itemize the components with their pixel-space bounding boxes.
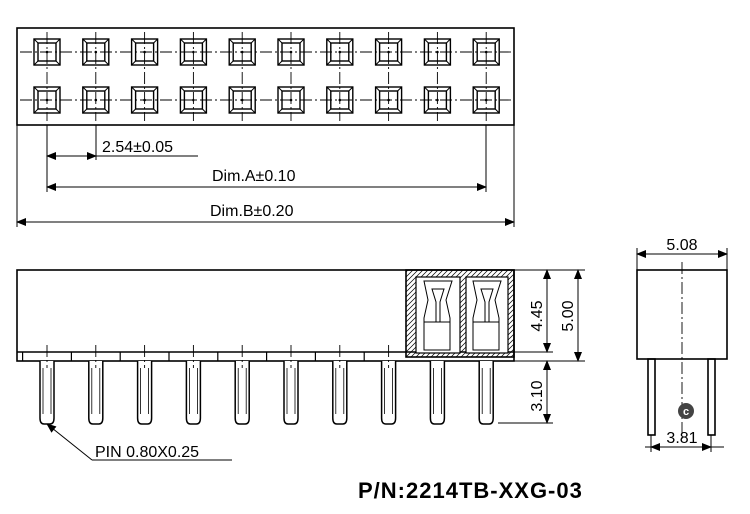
- pin-centerlines: [46, 345, 390, 368]
- front-view: [16, 269, 515, 425]
- pitch-dimension: 2.54±0.05: [102, 139, 173, 156]
- pin: [332, 361, 348, 425]
- part-number: P/N:2214TB-XXG-03: [358, 478, 583, 503]
- pin: [185, 361, 202, 425]
- dim-b-label: Dim.B±0.20: [210, 203, 294, 220]
- base-notches: [22, 352, 365, 361]
- pin: [283, 361, 299, 425]
- pin: [88, 361, 104, 425]
- pin: [136, 361, 153, 425]
- registered-mark-icon: [678, 403, 694, 419]
- section-view: [405, 269, 515, 358]
- body-height-dimension: 4.45: [529, 300, 546, 331]
- pin: [478, 361, 494, 425]
- pins: [39, 361, 494, 425]
- pin-note-label: PIN 0.80X0.25: [95, 444, 199, 461]
- pin: [39, 361, 55, 425]
- top-dimensions: 2.54±0.05 Dim.A±0.10 Dim.B±0.20: [16, 125, 515, 227]
- dim-a-label: Dim.A±0.10: [212, 168, 296, 185]
- centerlines: [20, 32, 511, 121]
- mark-letter: c: [683, 406, 689, 418]
- body-width-dimension: 5.08: [666, 237, 697, 254]
- total-height-dimension: 5.00: [560, 300, 577, 331]
- side-view: 5.08 3.81 c: [636, 237, 728, 452]
- pin-length-dimension: 3.10: [529, 380, 546, 411]
- contact-grid: [33, 38, 500, 114]
- top-view-body: [16, 27, 515, 126]
- pin-note: PIN 0.80X0.25: [46, 423, 232, 461]
- pin: [380, 361, 397, 425]
- top-view: [16, 27, 515, 126]
- row-spacing-dimension: 3.81: [666, 430, 697, 447]
- front-dimensions: 4.45 5.00 3.10: [498, 269, 585, 424]
- pin: [429, 361, 446, 425]
- pin: [234, 361, 250, 425]
